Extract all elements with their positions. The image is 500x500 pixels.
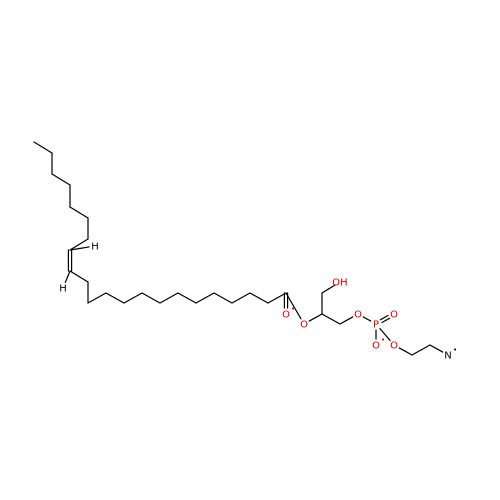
bond-23-b [315,313,323,319]
bond-17-a [213,292,224,299]
bond-11-b [114,297,125,304]
bond-8-a [69,270,80,278]
double-bond-29-a1 [381,319,387,324]
bond-35-b [78,246,90,250]
bond-14-a [159,297,170,304]
bond-28-a [362,316,368,320]
bond-16-a [195,297,206,304]
bond-2-b [60,178,71,186]
atom-O_p1: O [354,310,362,321]
bond-18-a [231,297,242,304]
bond-27-a [339,319,347,325]
atom-H2: H [59,284,67,295]
atom-O_p2: O [390,341,398,352]
bond-16-b [204,292,215,299]
bond-6-b [69,243,80,251]
bond-34-a [429,344,437,350]
bond-26-b [330,318,341,325]
bond-4-b [78,211,89,219]
bond-31-a [379,327,386,336]
bond-33-a [411,349,422,356]
radical-O_carbonyl: • [291,305,295,313]
bond-15-b [186,297,197,304]
bond-0-a [33,141,44,149]
bond-12-b [132,292,143,299]
bond-20-a [267,297,278,304]
bond-12-a [123,297,134,304]
bond-34-b [435,347,444,353]
bond-0-b [42,146,53,154]
bond-32-b [405,350,413,356]
bond-layer [33,141,444,356]
atom-O_ester: O [300,320,308,331]
bond-17-b [222,297,233,304]
bond-27-b [345,316,354,322]
bond-8-b [78,275,89,283]
bond-26-a [321,313,332,320]
bond-10-a [87,297,98,304]
bond-25-a [321,288,330,294]
double-bond-29-b1 [385,317,391,321]
bond-10-b [96,292,107,299]
bond-22-b [292,305,302,320]
bond-11-a [105,292,116,299]
bond-22-a [285,292,295,307]
bond-18-b [240,292,251,299]
double-bond-29-b2 [383,314,389,319]
atom-N: N [444,351,451,362]
atom-O_h: OH [332,278,347,289]
atom-H1: H [91,242,99,253]
atom-O_pdb: O [390,310,398,321]
bond-33-b [420,344,431,351]
bond-36-b [64,276,69,284]
bond-4-a [69,206,80,214]
bond-6-a [78,238,89,246]
atom-P: P [373,320,379,331]
bond-28-b [366,318,372,322]
bond-2-a [51,173,62,181]
bond-15-a [177,292,188,299]
bond-31-b [384,333,391,342]
bond-19-b [258,297,269,304]
bond-25-b [327,284,336,290]
bond-14-b [168,292,179,299]
bond-23-a [308,316,317,322]
bond-13-b [150,297,161,304]
bond-13-a [141,292,152,299]
bond-19-a [249,292,260,299]
atom-O_pneg: O [372,341,380,352]
double-bond-29-a2 [379,317,385,321]
radical-O_pneg: • [381,336,385,344]
bond-36-a [67,270,71,278]
bond-35-a [69,247,81,251]
atom-O_carbonyl: O [282,310,290,321]
bond-32-a [398,347,407,353]
radical-N: • [453,346,457,354]
